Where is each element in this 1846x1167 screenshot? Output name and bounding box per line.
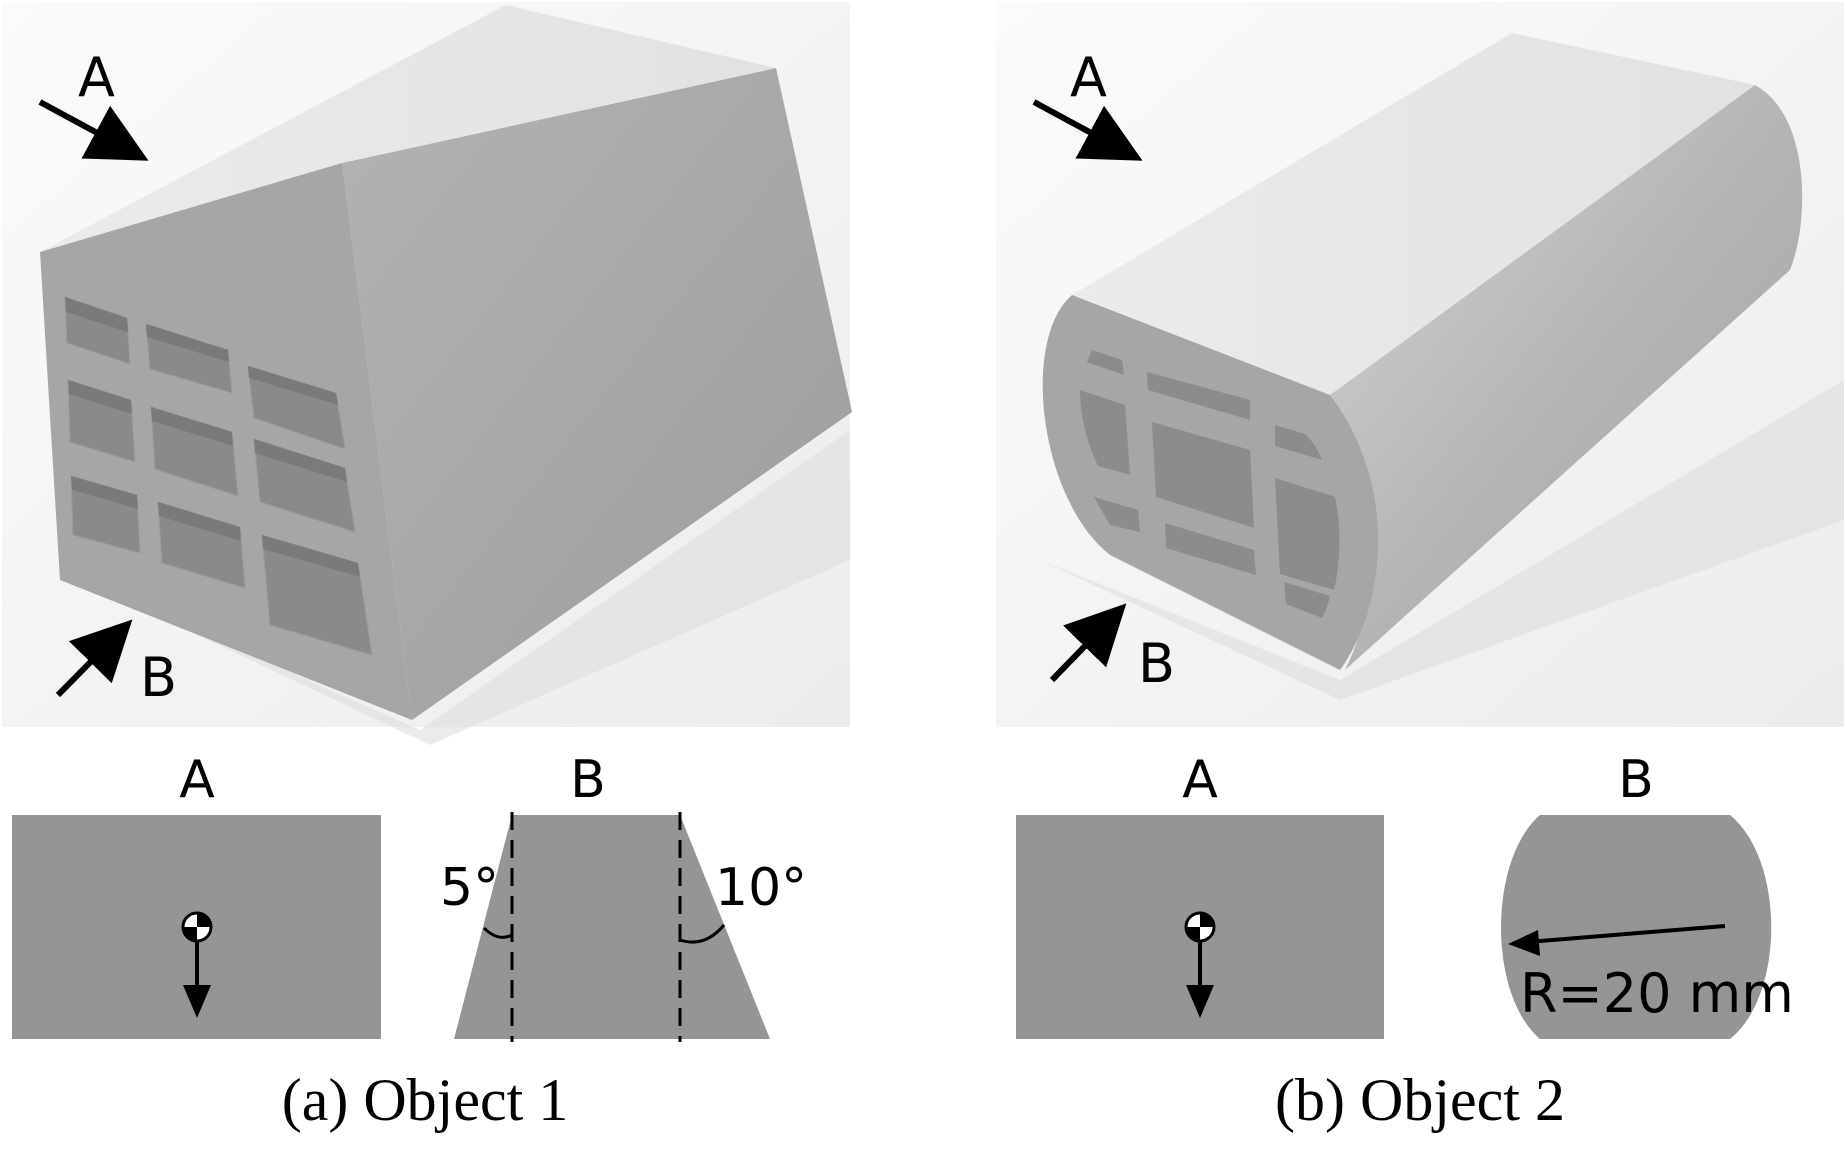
object2-view-arrow-a: A [1032, 46, 1143, 161]
angle-arc-right [679, 924, 726, 944]
object2-render [996, 2, 1844, 727]
view-arrow-b-label: B [140, 646, 177, 709]
view-arrow-a-label: A [78, 46, 115, 109]
angle-arc-left [482, 926, 513, 939]
object1-view-arrow-a: A [38, 46, 149, 161]
view-arrow-b-label: B [1138, 632, 1175, 695]
radius-label: R=20 mm [1520, 962, 1794, 1025]
shadow [1040, 380, 1844, 700]
top-face [1072, 33, 1755, 395]
view-b-trapezoid [454, 815, 770, 1039]
top-face [40, 5, 776, 252]
view-a-label: A [179, 750, 215, 810]
object2-view-b: B R=20 mm [1501, 750, 1794, 1039]
shadow [40, 430, 850, 745]
caption-object1: (a) Object 1 [282, 1067, 569, 1133]
view-b-rounded-section [1501, 815, 1772, 1039]
gravity-arrow [183, 941, 211, 1018]
object1-view-arrow-b: B [55, 619, 177, 709]
center-of-mass-symbol [181, 911, 213, 943]
hole-shading [65, 297, 360, 577]
front-holes [1080, 350, 1340, 618]
curved-body [1330, 85, 1803, 670]
angle-label-left: 5° [440, 858, 499, 918]
view-b-label: B [570, 750, 606, 810]
object1-render [2, 2, 852, 745]
caption-object2: (b) Object 2 [1275, 1067, 1565, 1133]
view-arrow-a-label: A [1070, 46, 1107, 109]
radius-arrow [1508, 924, 1726, 956]
gravity-arrow [1186, 941, 1214, 1018]
object1-view-b: B 5° 10° [440, 750, 807, 1042]
side-face [342, 68, 852, 720]
object2-view-a: A [1016, 750, 1384, 1039]
angle-label-right: 10° [715, 858, 807, 918]
view-a-label: A [1182, 750, 1218, 810]
object1-view-a: A [12, 750, 381, 1039]
view-b-label: B [1618, 750, 1654, 810]
object2-view-arrow-b: B [1049, 603, 1175, 695]
center-of-mass-symbol [1184, 911, 1216, 943]
